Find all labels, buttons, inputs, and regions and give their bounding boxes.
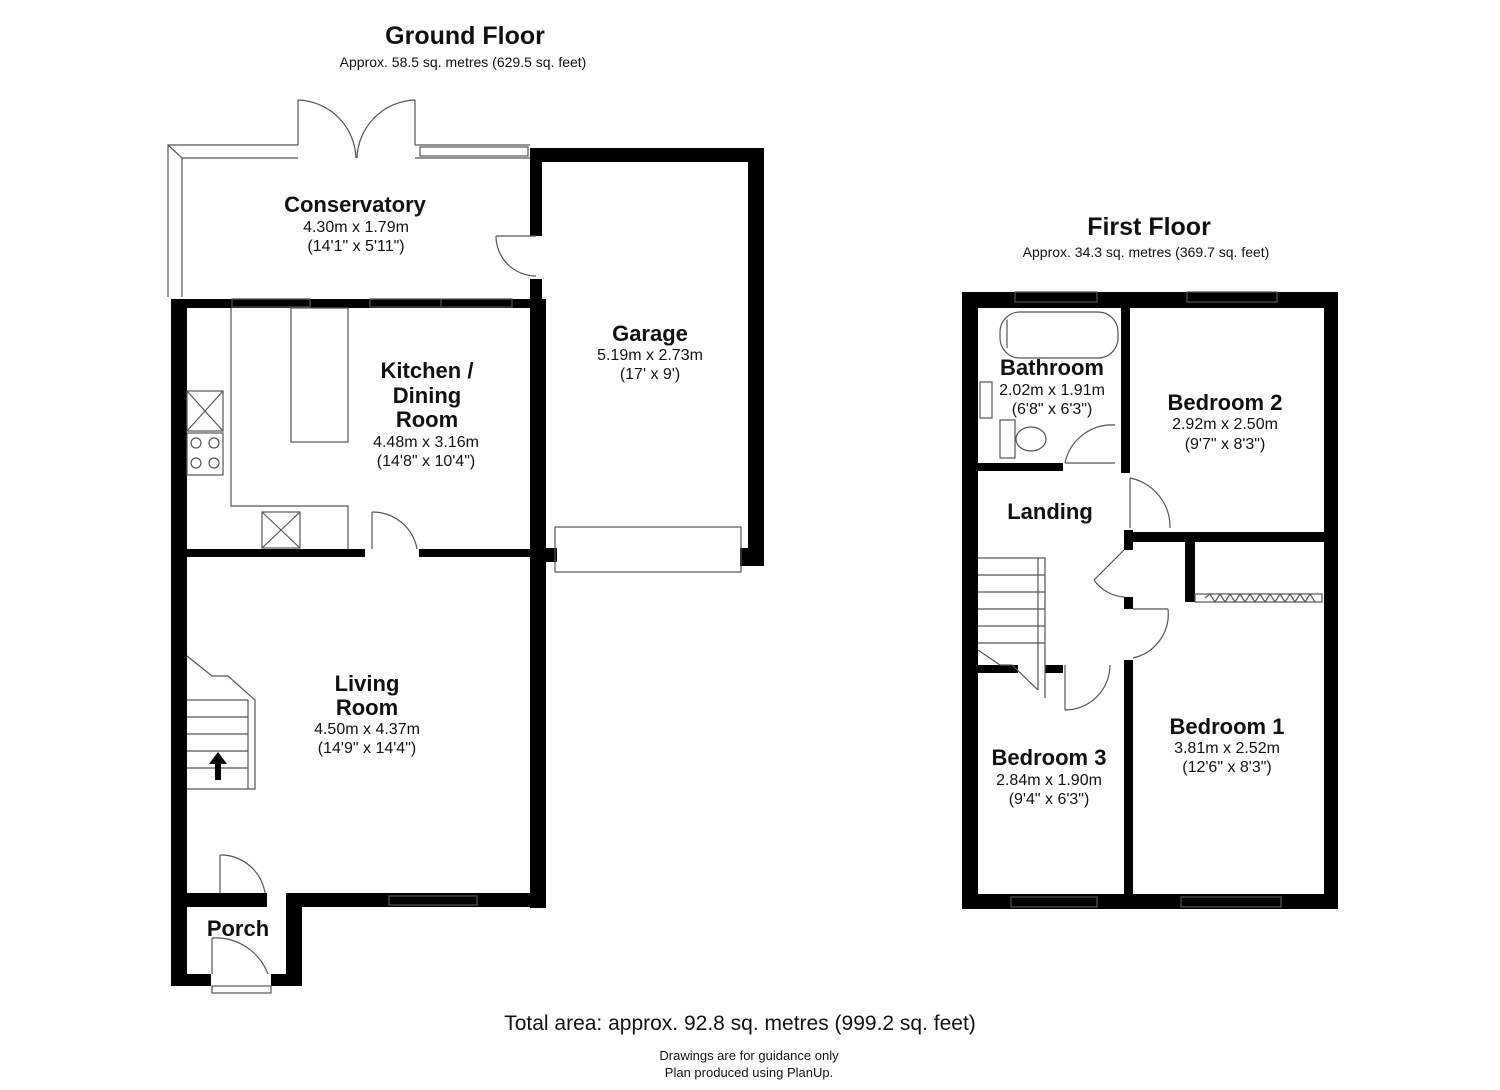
disclaimer-note: Drawings are for guidance only — [659, 1048, 839, 1063]
first-floor-walls — [962, 292, 1338, 909]
total-area: Total area: approx. 92.8 sq. metres (999… — [504, 1012, 976, 1035]
bedroom-1-name: Bedroom 1 — [1169, 714, 1285, 739]
bedroom-1-dim-ft: (12'6" x 8'3") — [1182, 759, 1272, 776]
kitchen-dim-m: 4.48m x 3.16m — [373, 434, 479, 451]
bedroom-3-dim-ft: (9'4" x 6'3") — [1008, 791, 1090, 808]
bedroom-3-name: Bedroom 3 — [991, 745, 1107, 770]
bedroom-2-name: Bedroom 2 — [1167, 390, 1283, 415]
bedroom-2-dim-ft: (9'7" x 8'3") — [1184, 436, 1266, 453]
kitchen-name-line-1: Kitchen / — [380, 358, 474, 383]
first-floor-title: First Floor — [1087, 213, 1211, 241]
garage-name: Garage — [612, 321, 688, 346]
living-room-name-line-1: Living — [334, 671, 400, 696]
conservatory-dim-ft: (14'1" x 5'11") — [307, 238, 405, 255]
bathroom-dim-ft: (6'8" x 6'3") — [1011, 401, 1093, 418]
ground-floor-thin-lines — [167, 99, 742, 994]
living-room-dim-m: 4.50m x 4.37m — [314, 721, 420, 738]
bedroom-2-dim-m: 2.92m x 2.50m — [1172, 416, 1278, 433]
living-room-name-line-2: Room — [335, 695, 399, 720]
porch-name: Porch — [206, 916, 270, 941]
bathroom-name: Bathroom — [1000, 355, 1104, 380]
kitchen-name-line-2: Dining — [392, 383, 462, 408]
living-room-dim-ft: (14'9" x 14'4") — [317, 740, 417, 757]
bedroom-3-dim-m: 2.84m x 1.90m — [996, 772, 1102, 789]
kitchen-name-line-3: Room — [395, 407, 459, 432]
produced-by-note: Plan produced using PlanUp. — [664, 1065, 834, 1080]
bathroom-dim-m: 2.02m x 1.91m — [999, 382, 1105, 399]
first-floor-thin-lines — [977, 291, 1323, 908]
first-floor-area: Approx. 34.3 sq. metres (369.7 sq. feet) — [1022, 244, 1270, 260]
stairs-arrow-icon — [209, 752, 227, 780]
landing-name: Landing — [1007, 499, 1093, 524]
ground-floor-area: Approx. 58.5 sq. metres (629.5 sq. feet) — [339, 54, 587, 70]
kitchen-dim-ft: (14'8" x 10'4") — [376, 453, 476, 470]
conservatory-dim-m: 4.30m x 1.79m — [303, 219, 409, 236]
conservatory-name: Conservatory — [284, 192, 426, 217]
ground-floor-walls — [171, 148, 764, 986]
ground-floor-title: Ground Floor — [385, 22, 545, 50]
bedroom-1-dim-m: 3.81m x 2.52m — [1174, 740, 1280, 757]
garage-dim-m: 5.19m x 2.73m — [597, 347, 703, 364]
garage-dim-ft: (17' x 9') — [619, 366, 681, 383]
